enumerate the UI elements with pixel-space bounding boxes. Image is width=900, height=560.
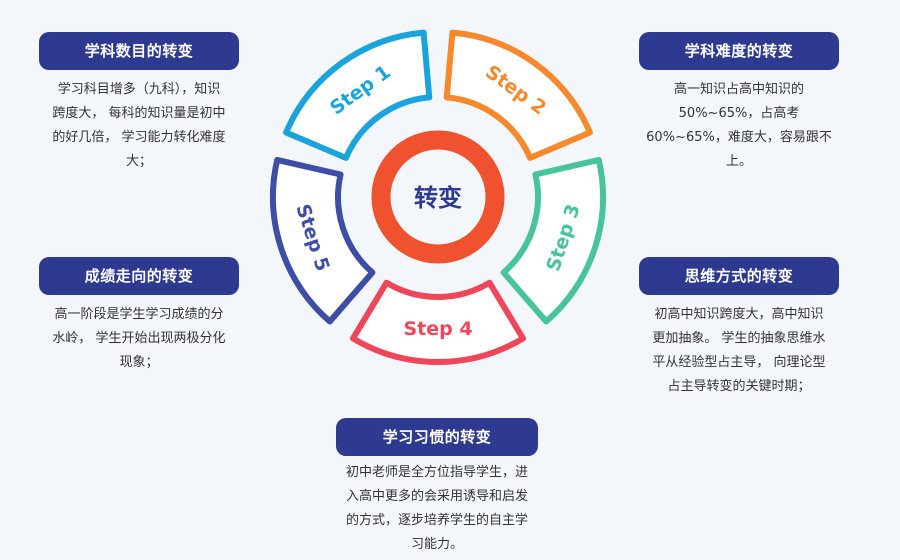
thinking-style-text: 初高中知识跨度大，高中知识 更加抽象。 学生的抽象思维水 平从经验型占主导， 向… (652, 307, 826, 394)
study-habits-title: 学习习惯的转变 (336, 418, 538, 456)
subject-difficulty-title: 学科难度的转变 (639, 32, 839, 70)
study-habits-text: 初中老师是全方位指导学生，进 入高中更多的会采用诱导和启发 的方式，逐步培养学生… (345, 465, 528, 552)
step-2-segment (443, 29, 593, 161)
subject-difficulty-text: 高一知识占高中知识的 50%~65%，占高考 60%~65%，难度大，容易跟不 … (646, 82, 832, 169)
step-3-segment (500, 156, 606, 325)
center-label: 转变 (414, 184, 462, 212)
step-4-label: Step 4 (403, 318, 472, 340)
step-4-segment (350, 279, 526, 365)
thinking-style-title: 思维方式的转变 (639, 257, 839, 295)
step-5-segment (270, 156, 376, 325)
subject-count-text: 学习科目增多（九科），知识 跨度大， 每科的知识量是初中 的好几倍， 学习能力转… (52, 82, 226, 169)
grades-trend-title: 成绩走向的转变 (39, 257, 239, 295)
step-1-segment (283, 29, 433, 161)
grades-trend-text: 高一阶段是学生学习成绩的分 水岭， 学生开始出现两极分化 现象； (52, 307, 226, 370)
subject-count-title: 学科数目的转变 (39, 32, 239, 70)
center-ring (371, 130, 505, 264)
